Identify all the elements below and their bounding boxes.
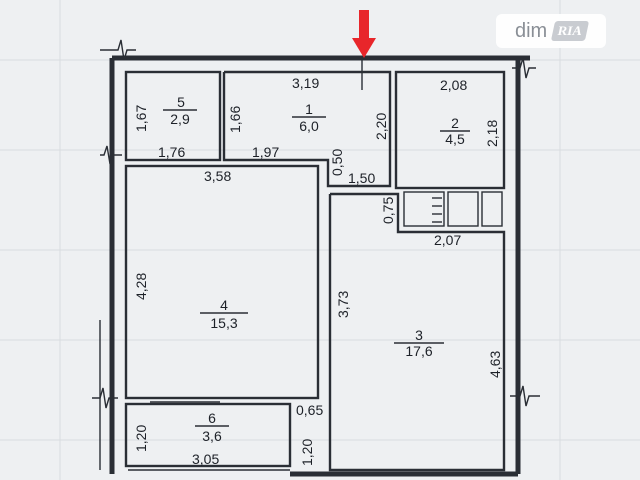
dim-balcony-depth: 1,20 [133, 425, 149, 452]
dim-balcony2-depth: 1,20 [299, 439, 315, 466]
dim-kitchen-depth: 4,63 [487, 351, 503, 378]
outer-walls [109, 55, 530, 477]
room-6-balcony [124, 402, 292, 468]
closet-units [403, 191, 503, 227]
watermark-badge: RIA [551, 21, 590, 41]
dim-niche-depth: 0,75 [380, 197, 396, 224]
dim-wc-depth: 1,67 [133, 105, 149, 132]
room-2-area: 4,5 [445, 131, 465, 147]
room-5-number: 5 [177, 94, 185, 110]
dim-hall-depth: 1,66 [227, 106, 243, 133]
dim-wc-width: 1,76 [158, 144, 185, 160]
room-4-area: 15,3 [210, 315, 237, 331]
room-4-bedroom [124, 164, 320, 400]
dim-room4-width: 3,58 [204, 168, 231, 184]
dim-balcony-gap: 0,65 [296, 402, 323, 418]
dim-kitchen-top: 2,07 [434, 232, 461, 248]
room-2-number: 2 [451, 115, 459, 131]
room-6-area: 3,6 [202, 428, 222, 444]
room-1-hall [222, 70, 392, 188]
room-1-number: 1 [305, 101, 313, 117]
room-6-number: 6 [208, 410, 216, 426]
room-3-kitchen [328, 192, 506, 472]
dim-corridor-width: 1,50 [348, 170, 375, 186]
room-labels: 5 2,9 1 6,0 2 4,5 4 15,3 3 17,6 6 3,6 [163, 94, 470, 444]
room-1-area: 6,0 [299, 118, 319, 134]
room-5-area: 2,9 [170, 111, 190, 127]
dim-corridor-depth: 0,50 [329, 149, 345, 176]
dimension-labels: 3,19 2,08 1,76 1,97 3,58 1,50 2,07 0,65 … [133, 75, 503, 467]
room-4-number: 4 [220, 297, 228, 313]
room-2-bath [394, 70, 506, 190]
room-5-wc [124, 70, 222, 162]
watermark-logo: dim RIA [496, 14, 606, 48]
room-3-area: 17,6 [405, 343, 432, 359]
entrance-arrow-icon [352, 10, 376, 58]
wall-break-marks [92, 39, 540, 470]
watermark-site: dim [514, 19, 548, 42]
dim-bath-width: 2,08 [440, 77, 467, 93]
window-marks [150, 57, 363, 403]
dim-hall-width: 3,19 [292, 75, 319, 91]
dim-kitchen-side: 3,73 [335, 291, 351, 318]
dim-balcony-width: 3,05 [192, 451, 219, 467]
dim-bath-depth: 2,18 [484, 120, 500, 147]
dim-hall-side: 2,20 [373, 113, 389, 140]
dim-room4-depth: 4,28 [133, 273, 149, 300]
dim-hall-bottom: 1,97 [252, 144, 279, 160]
room-3-number: 3 [415, 327, 423, 343]
